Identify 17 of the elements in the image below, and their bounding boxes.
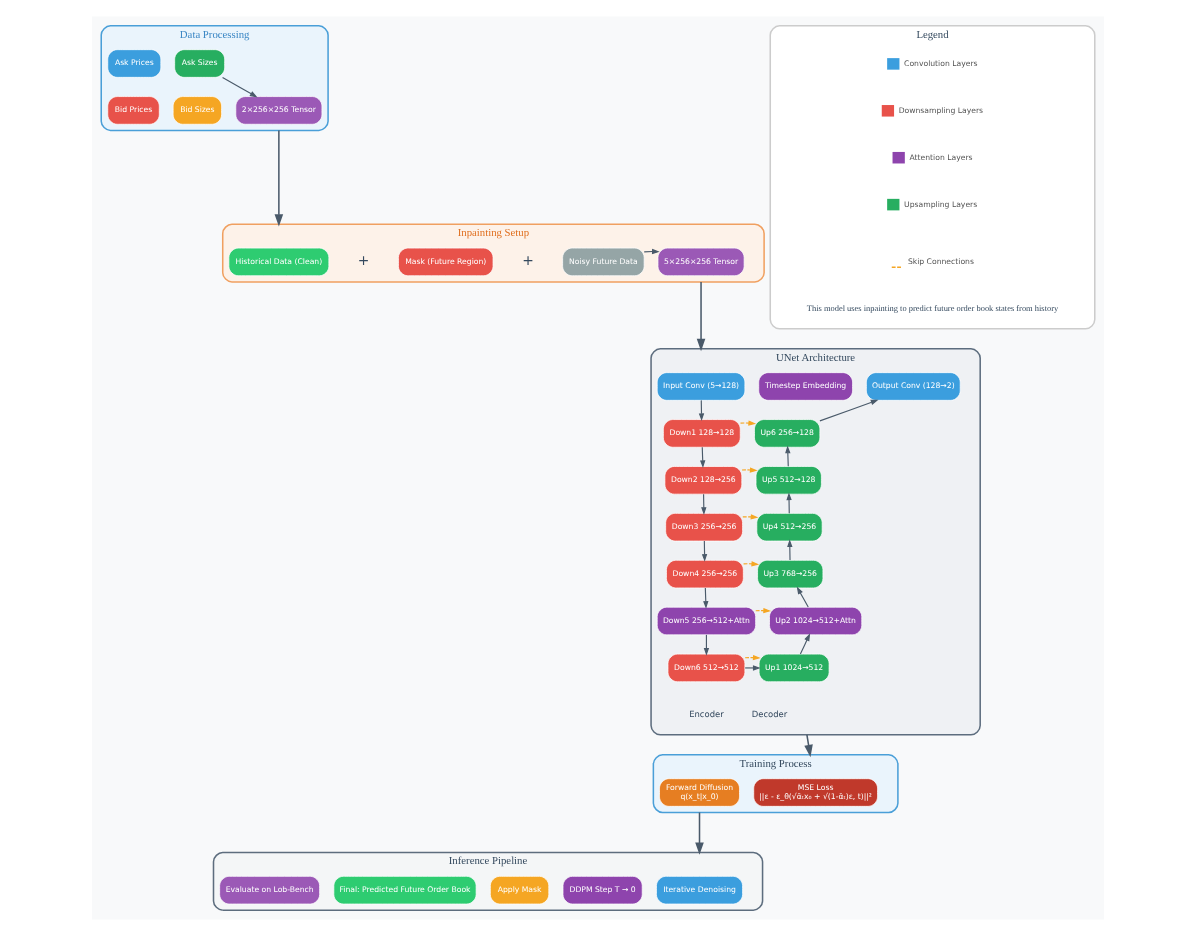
arrow: [818, 399, 878, 422]
arrow: [695, 281, 705, 352]
arrow: [743, 654, 760, 661]
arrow: [740, 467, 757, 473]
arrow: [738, 420, 756, 426]
arrow: [786, 539, 792, 561]
arrow: [798, 633, 810, 655]
arrow: [742, 561, 759, 567]
arrow: [221, 76, 257, 98]
arrow: [741, 514, 758, 520]
arrow: [694, 811, 703, 855]
arrow: [785, 492, 791, 514]
arrow: [273, 129, 283, 227]
arrow: [754, 607, 770, 614]
arrow: [784, 445, 790, 467]
arrow: [795, 586, 808, 608]
arrow: [743, 665, 760, 671]
